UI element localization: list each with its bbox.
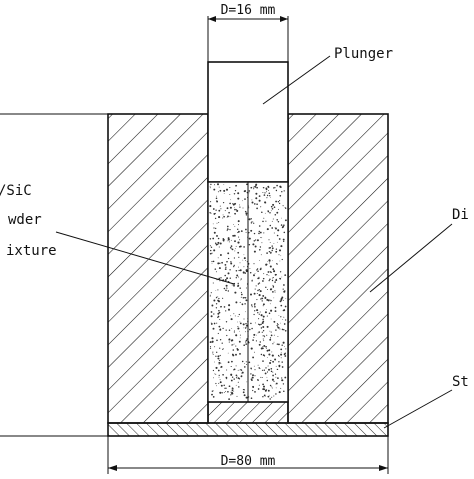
plunger-label: Plunger [334, 46, 393, 62]
steel-label: St [452, 374, 469, 390]
top-dimension-label: D=16 mm [221, 3, 276, 18]
die-label: Di [452, 207, 469, 223]
powder-label-line3: ixture [6, 243, 57, 259]
steel-leader [383, 389, 453, 429]
powder-leader [55, 231, 235, 285]
powder-label-line2: wder [8, 212, 42, 228]
top-dimension [207, 16, 289, 62]
die-body [107, 113, 389, 424]
left-dimension [0, 113, 108, 437]
bottom-punch [207, 401, 289, 424]
plunger-leader [262, 55, 331, 105]
die-leader [369, 223, 453, 293]
steel-plate [107, 422, 389, 437]
bottom-dimension [107, 436, 389, 474]
bottom-dimension-label: D=80 mm [221, 454, 276, 469]
powder-label-line1: /SiC [0, 183, 32, 199]
plunger [207, 61, 289, 183]
